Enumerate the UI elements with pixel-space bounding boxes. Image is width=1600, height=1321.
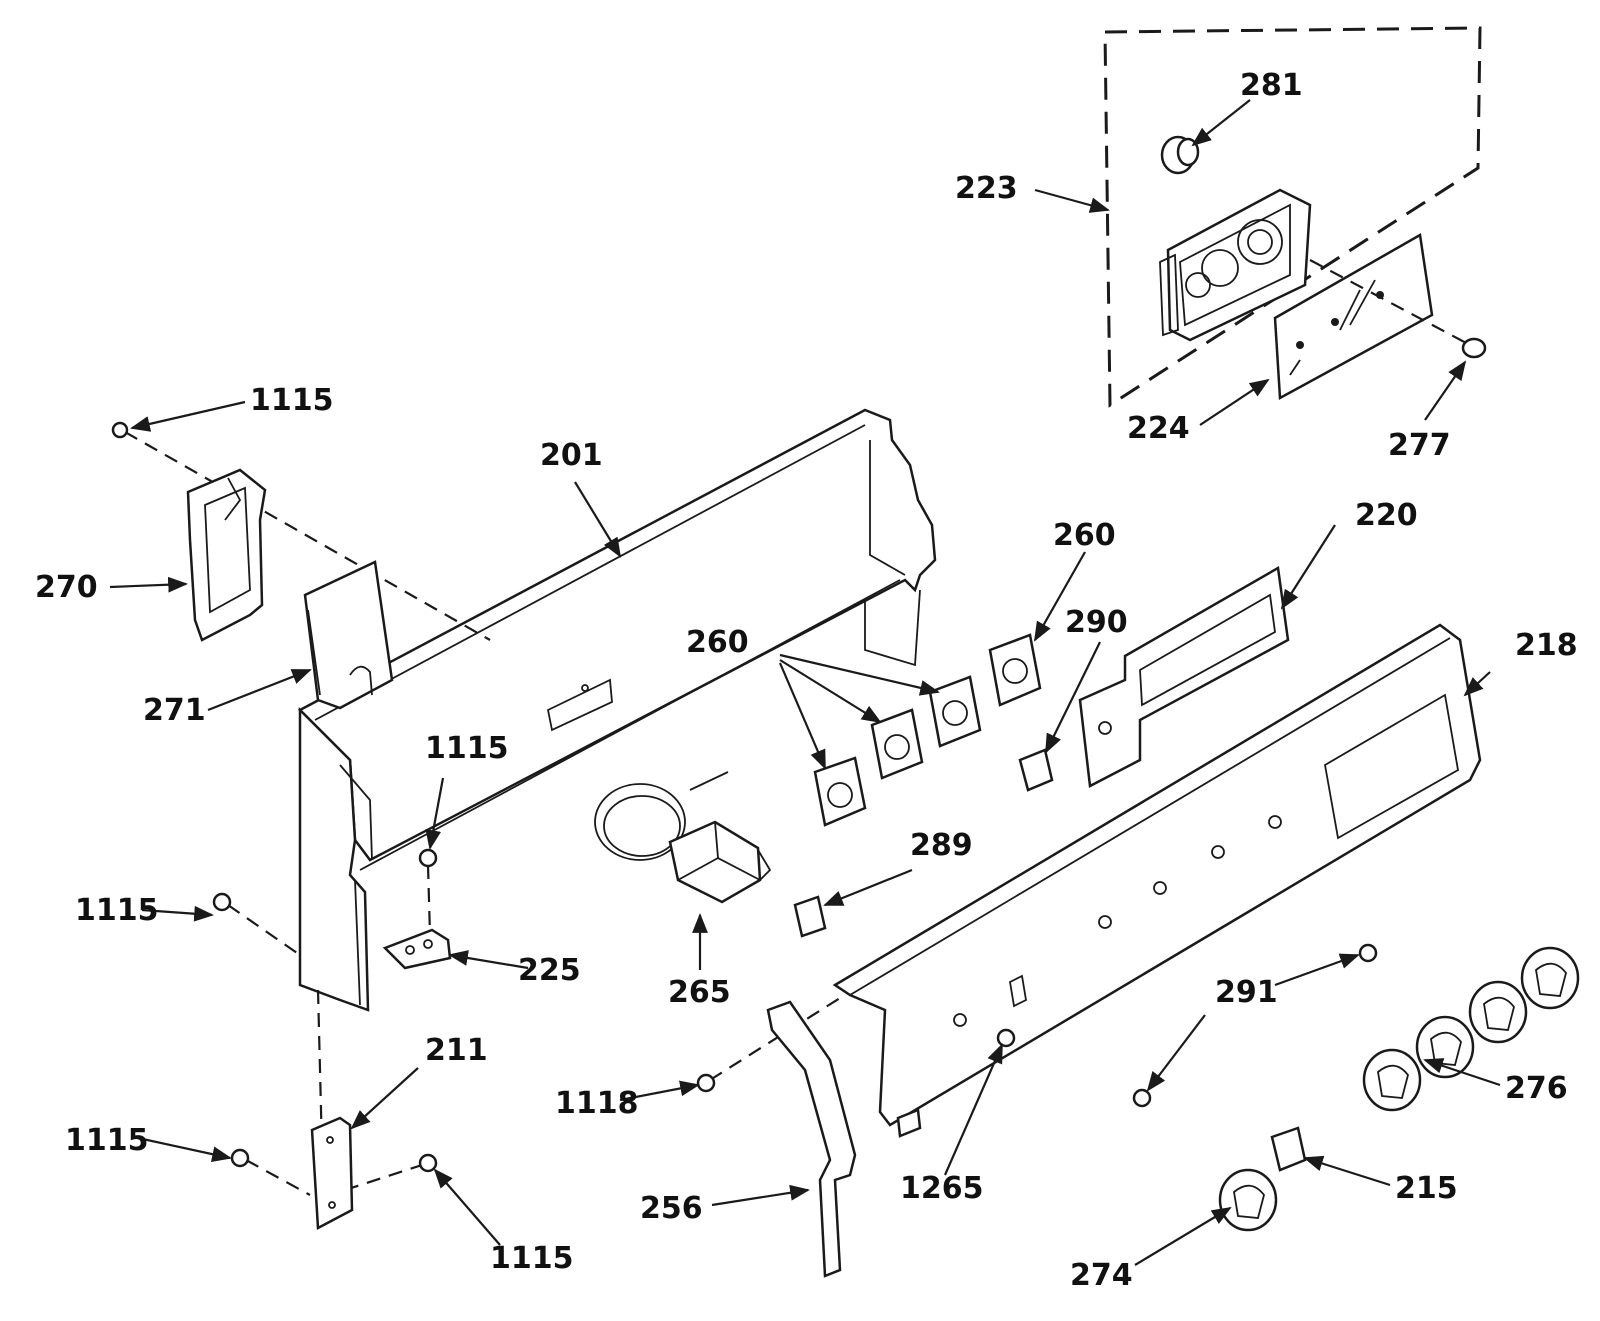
part-289-switch xyxy=(793,895,827,938)
label-218: 218 xyxy=(1515,628,1578,663)
label-201: 201 xyxy=(540,438,603,473)
label-215: 215 xyxy=(1395,1171,1458,1206)
label-276: 276 xyxy=(1505,1071,1568,1106)
part-265-thermostat xyxy=(594,771,772,904)
label-281: 281 xyxy=(1240,68,1303,103)
label-289: 289 xyxy=(910,828,973,863)
label-1118: 1118 xyxy=(555,1086,639,1121)
part-225-bracket xyxy=(382,928,452,970)
part-290-switch xyxy=(1018,748,1054,792)
label-1115-left: 1115 xyxy=(75,893,159,928)
label-270: 270 xyxy=(35,570,98,605)
label-1115-mid: 1115 xyxy=(425,731,509,766)
part-271-bracket xyxy=(303,560,394,710)
part-220-bracket xyxy=(1078,565,1290,788)
part-211-bracket xyxy=(310,1116,354,1231)
part-270-bracket xyxy=(186,468,267,642)
clock-assembly-group xyxy=(1103,26,1487,408)
label-277: 277 xyxy=(1388,428,1451,463)
part-215-switch xyxy=(1270,1126,1307,1172)
part-223-clock-timer xyxy=(1159,188,1312,342)
part-281-knob xyxy=(1160,135,1200,175)
label-260-right: 260 xyxy=(1053,518,1116,553)
part-276-knobs xyxy=(1362,946,1580,1112)
clock-assembly-dashed-boundary xyxy=(1103,26,1482,408)
label-1265: 1265 xyxy=(900,1171,984,1206)
leader-arrows xyxy=(109,99,1501,1266)
label-260-group: 260 xyxy=(686,625,749,660)
label-224: 224 xyxy=(1127,411,1190,446)
label-211: 211 xyxy=(425,1033,488,1068)
screws xyxy=(111,421,1378,1173)
label-265: 265 xyxy=(668,975,731,1010)
part-218-control-panel xyxy=(832,623,1482,1138)
part-260-switches xyxy=(813,633,1042,827)
part-256-trim xyxy=(766,1000,857,1278)
label-225: 225 xyxy=(518,953,581,988)
part-number-labels: 281 223 224 277 1115 201 270 271 220 260… xyxy=(35,68,1578,1293)
label-1115-bottom-left: 1115 xyxy=(65,1123,149,1158)
label-1115-bottom-right: 1115 xyxy=(490,1241,574,1276)
label-271: 271 xyxy=(143,693,206,728)
label-1115-top: 1115 xyxy=(250,383,334,418)
label-220: 220 xyxy=(1355,498,1418,533)
label-256: 256 xyxy=(640,1191,703,1226)
label-223: 223 xyxy=(955,171,1018,206)
label-274: 274 xyxy=(1070,1258,1133,1293)
part-277-stem xyxy=(1461,337,1487,359)
part-224-clock-lens xyxy=(1273,233,1434,401)
label-290: 290 xyxy=(1065,605,1128,640)
part-201-backguard xyxy=(297,408,937,1012)
label-291: 291 xyxy=(1215,975,1278,1010)
part-274-knob xyxy=(1218,1168,1278,1232)
